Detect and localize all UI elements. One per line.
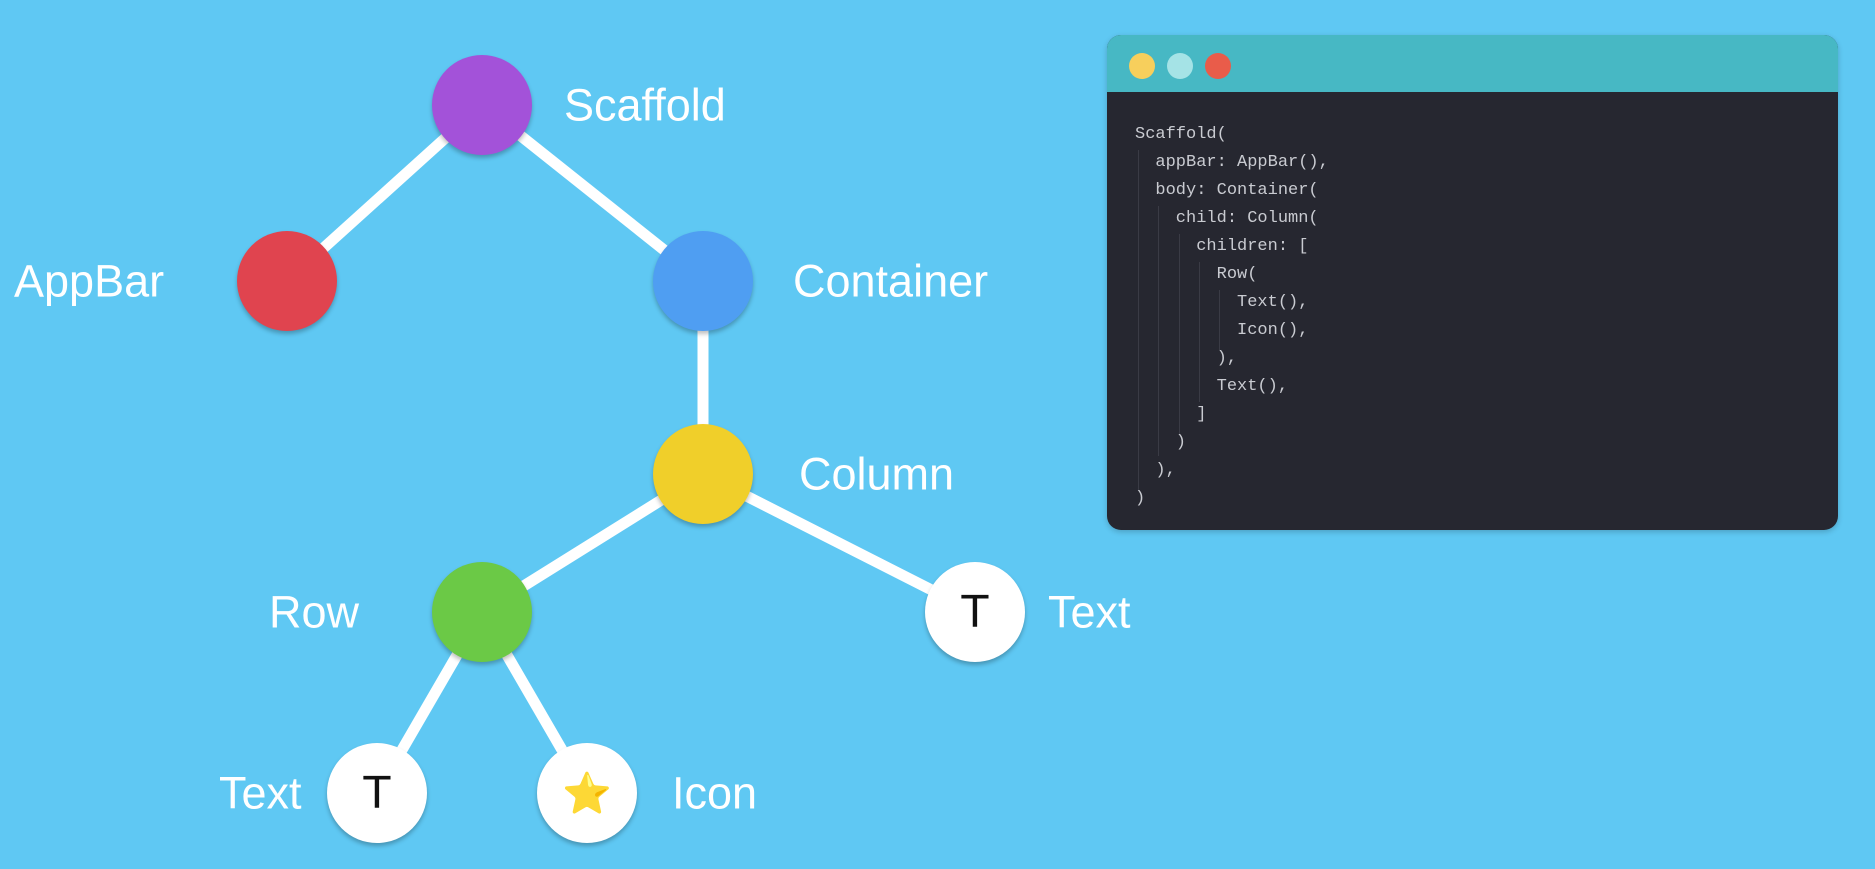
code-line: ) (1135, 489, 1146, 508)
window-dot-red[interactable] (1205, 53, 1231, 79)
node-row[interactable] (432, 562, 532, 662)
indent-guide (1138, 150, 1139, 490)
node-scaffold[interactable] (432, 55, 532, 155)
code-line: child: Column( (1135, 209, 1319, 228)
code-line: body: Container( (1135, 181, 1319, 200)
code-window: Scaffold( appBar: AppBar(), body: Contai… (1107, 35, 1838, 530)
indent-guide (1219, 290, 1220, 350)
code-line: Row( (1135, 265, 1258, 284)
node-label-appbar: AppBar (14, 255, 165, 307)
node-label-text-left: Text (219, 767, 302, 819)
code-block: Scaffold( appBar: AppBar(), body: Contai… (1135, 121, 1329, 513)
node-text-left[interactable]: T (327, 743, 427, 843)
code-line: ), (1135, 349, 1238, 368)
window-dot-yellow[interactable] (1129, 53, 1155, 79)
indent-guide (1158, 206, 1159, 456)
node-text-right[interactable]: T (925, 562, 1025, 662)
node-label-container: Container (793, 255, 989, 307)
code-line: Icon(), (1135, 321, 1309, 340)
node-label-row: Row (269, 586, 360, 638)
code-line: ), (1135, 461, 1176, 480)
star-icon: ⭐ (562, 770, 612, 817)
code-line: ] (1135, 405, 1207, 424)
code-line: Text(), (1135, 377, 1289, 396)
node-label-column: Column (799, 448, 955, 500)
window-dot-teal[interactable] (1167, 53, 1193, 79)
code-line: children: [ (1135, 237, 1309, 256)
indent-guide (1179, 234, 1180, 434)
node-container[interactable] (653, 231, 753, 331)
node-label-icon: Icon (672, 767, 758, 819)
node-icon[interactable]: ⭐ (537, 743, 637, 843)
node-label-text-right: Text (1048, 586, 1131, 638)
text-glyph-icon: T (961, 586, 989, 638)
code-line: appBar: AppBar(), (1135, 153, 1329, 172)
window-titlebar (1107, 35, 1838, 92)
code-line: Text(), (1135, 293, 1309, 312)
code-line: ) (1135, 433, 1187, 452)
node-label-scaffold: Scaffold (564, 79, 726, 131)
node-appbar[interactable] (237, 231, 337, 331)
node-column[interactable] (653, 424, 753, 524)
text-glyph-icon: T (363, 767, 391, 819)
code-line: Scaffold( (1135, 125, 1227, 144)
indent-guide (1199, 262, 1200, 402)
